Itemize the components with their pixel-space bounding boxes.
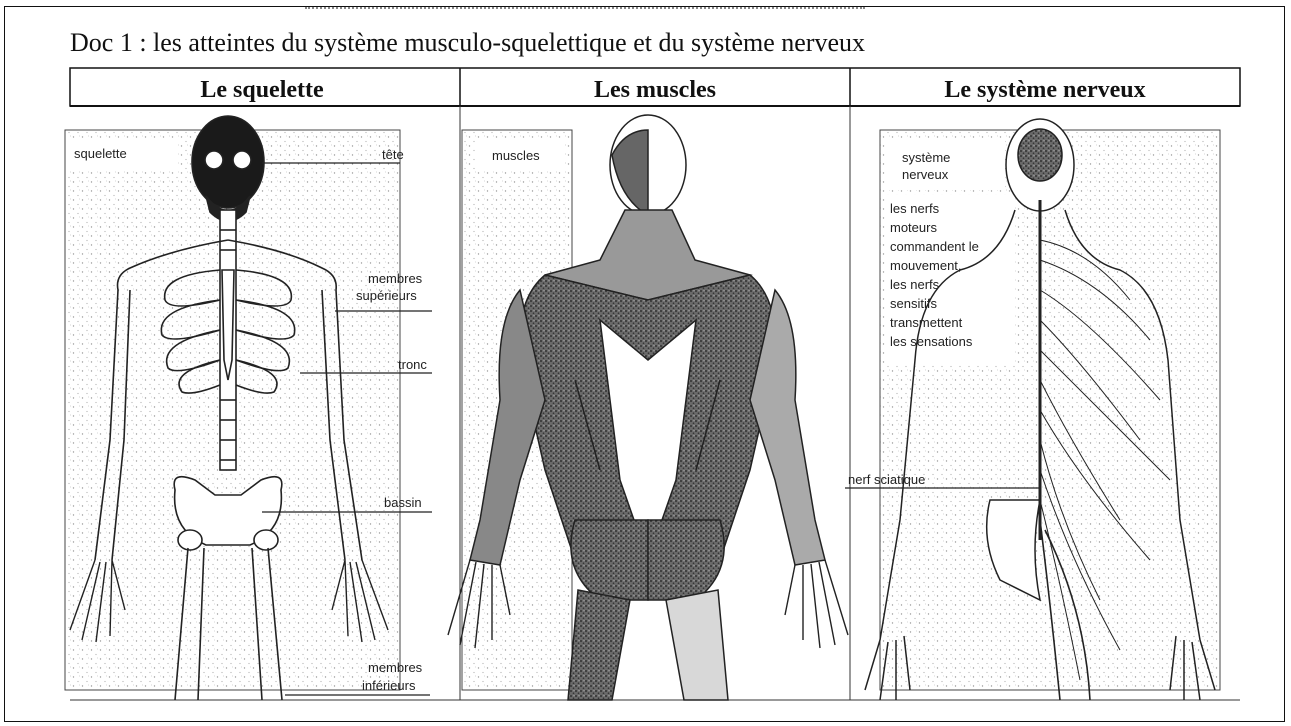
label-nerf-sciatique: nerf sciatique [848,472,925,487]
label-muscles: muscles [492,148,540,163]
label-bassin: bassin [384,495,422,510]
desc-line-8: les sensations [890,334,973,349]
desc-line-1: les nerfs [890,201,940,216]
label-membres-superieurs-2: supérieurs [356,288,417,303]
label-tete: tête [382,147,404,162]
label-nerveux: nerveux [902,167,949,182]
desc-line-5: les nerfs [890,277,940,292]
label-membres-inferieurs-1: membres [368,660,423,675]
label-tronc: tronc [398,357,427,372]
desc-line-6: sensitifs [890,296,937,311]
skeleton-panel: squelette [65,116,432,700]
desc-line-3: commandent le [890,239,979,254]
panel-header-skeleton: Le squelette [200,77,324,103]
nervous-system-panel: système nerveux les nerfs moteurs comman… [845,119,1220,700]
label-squelette: squelette [74,146,127,161]
desc-line-4: mouvement, [890,258,962,273]
nervous-label-box [885,140,1005,190]
desc-line-7: transmettent [890,315,963,330]
panel-header-muscles: Les muscles [594,77,716,103]
muscles-panel: muscles [448,115,848,700]
header-band: Le squelette Les muscles Le système nerv… [70,68,1240,106]
label-systeme: système [902,150,950,165]
label-membres-superieurs-1: membres [368,271,423,286]
panel-header-nervous-system: Le système nerveux [944,77,1145,103]
desc-line-2: moteurs [890,220,937,235]
label-membres-inferieurs-2: inférieurs [362,678,416,693]
